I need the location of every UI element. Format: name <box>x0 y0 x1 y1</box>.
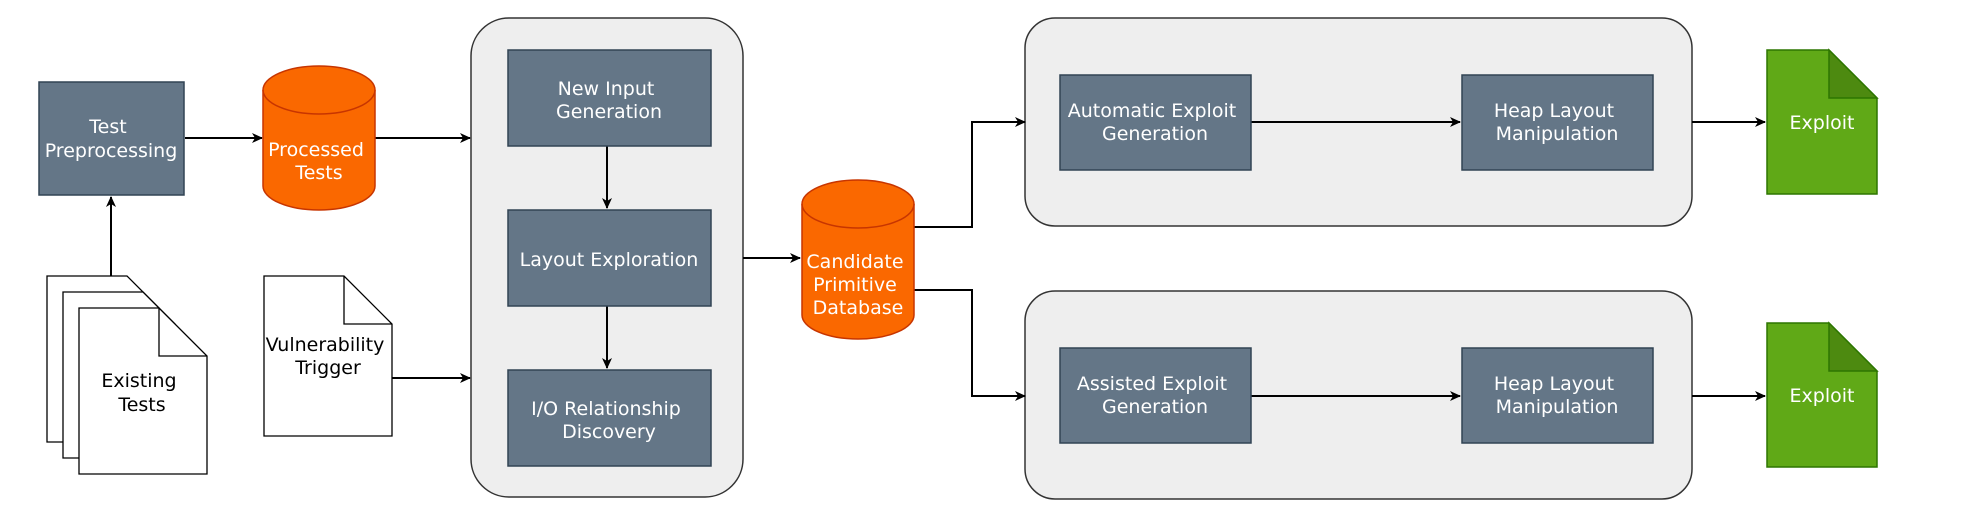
edge-database-to-assisted <box>914 289 1026 401</box>
existing-tests-label: Existing Tests <box>101 370 182 416</box>
vulnerability-trigger-label: Vulnerability Trigger <box>266 334 391 379</box>
heap-layout-manipulation-top-node <box>1461 74 1654 171</box>
heap-layout-manipulation-bottom-node <box>1461 347 1654 444</box>
test-preprocessing-label: Test Preprocessing <box>45 116 178 162</box>
exploit-top-document <box>1766 48 1879 195</box>
layout-exploration-node <box>507 209 712 307</box>
candidate-primitive-database-label: Candidate Primitive Database <box>806 251 909 319</box>
exploit-bottom-document <box>1766 321 1879 468</box>
automatic-exploit-generation-node <box>1059 74 1252 171</box>
candidate-primitive-database <box>801 179 915 340</box>
processed-tests-label: Processed Tests <box>268 139 370 184</box>
existing-tests-documents <box>46 275 208 475</box>
exploit-top-label: Exploit <box>1790 112 1855 134</box>
processed-tests-database <box>262 65 376 211</box>
vulnerability-trigger-document <box>263 275 393 437</box>
io-relationship-discovery-node <box>507 369 712 467</box>
assisted-exploit-generation-node <box>1059 347 1252 444</box>
new-input-generation-node <box>507 49 712 147</box>
io-relationship-discovery-label: I/O Relationship Discovery <box>531 398 687 443</box>
layout-exploration-label: Layout Exploration <box>520 249 699 271</box>
heap-layout-manipulation-bottom-label: Heap Layout Manipulation <box>1494 373 1620 418</box>
heap-layout-manipulation-top-label: Heap Layout Manipulation <box>1494 100 1620 145</box>
automatic-exploit-generation-label: Automatic Exploit Generation <box>1068 100 1242 145</box>
test-preprocessing-node <box>38 81 185 196</box>
exploit-bottom-label: Exploit <box>1790 385 1855 407</box>
edge-database-to-automatic <box>914 117 1026 228</box>
new-input-generation-label: New Input Generation <box>556 78 662 123</box>
assisted-exploit-generation-label: Assisted Exploit Generation <box>1077 373 1233 418</box>
